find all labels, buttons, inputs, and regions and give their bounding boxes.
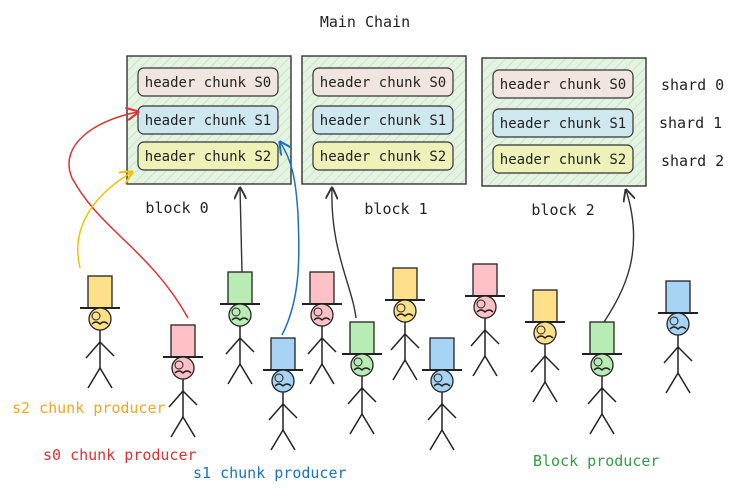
shard-0-label: shard 0	[661, 76, 724, 94]
top-hat-icon	[270, 337, 296, 371]
chunk-label: header chunk S0	[320, 75, 446, 91]
s0-chunk-producer-figure	[302, 271, 342, 385]
arrow-block-producer-to-block1	[332, 188, 357, 319]
chunk-label: header chunk S2	[500, 152, 626, 168]
mustache-icon	[593, 367, 611, 371]
block-2: header chunk S0 header chunk S1 header c…	[481, 57, 647, 187]
chunk-label: header chunk S0	[500, 77, 626, 93]
mustache-icon	[476, 309, 494, 313]
mustache-icon	[231, 317, 249, 321]
block-2-chunk-s2: header chunk S2	[492, 144, 634, 174]
block-2-chunk-s1: header chunk S1	[492, 108, 634, 138]
s2-chunk-producer-figure	[385, 267, 425, 381]
head-icon	[271, 369, 295, 393]
block-1-label: block 1	[364, 200, 427, 218]
head-icon	[88, 307, 112, 331]
block-2-chunk-s0: header chunk S0	[492, 69, 634, 99]
chunk-label: header chunk S1	[320, 113, 446, 129]
shard-2-label: shard 2	[661, 152, 724, 170]
s0-chunk-producer-label: s0 chunk producer	[43, 446, 197, 464]
top-hat-icon	[589, 321, 615, 355]
head-icon	[350, 353, 374, 377]
mustache-icon	[396, 313, 414, 317]
chunk-label: header chunk S2	[145, 149, 271, 165]
block-0-chunk-s0: header chunk S0	[137, 67, 279, 97]
mustache-icon	[91, 321, 109, 325]
block-producer-figure	[220, 271, 260, 385]
mustache-icon	[669, 326, 687, 330]
arrow-block-producer-to-block0	[240, 188, 242, 273]
head-icon	[228, 303, 252, 327]
head-icon	[430, 369, 454, 393]
block-1-chunk-s2: header chunk S2	[312, 141, 454, 171]
block-producer-label: Block producer	[533, 452, 659, 470]
s0-chunk-producer-figure	[465, 263, 505, 377]
block-2-label: block 2	[531, 201, 594, 219]
top-hat-icon	[665, 280, 691, 314]
top-hat-icon	[392, 267, 418, 301]
head-icon	[590, 353, 614, 377]
top-hat-icon	[227, 271, 253, 305]
mustache-icon	[274, 383, 292, 387]
arrow-block-producer-to-block2	[603, 190, 634, 323]
head-icon	[666, 312, 690, 336]
chunk-label: header chunk S0	[145, 75, 271, 91]
block-1: header chunk S0 header chunk S1 header c…	[301, 55, 467, 185]
mustache-icon	[174, 370, 192, 374]
s0-chunk-producer-figure	[163, 324, 203, 438]
s1-chunk-producer-figure	[422, 337, 462, 451]
chunk-label: header chunk S2	[320, 149, 446, 165]
block-producer-figure	[342, 321, 382, 435]
arrow-s1-to-block0	[280, 142, 300, 336]
producers-group	[80, 263, 698, 451]
s1-chunk-producer-figure	[658, 280, 698, 394]
top-hat-icon	[87, 275, 113, 309]
s2-chunk-producer-figure	[80, 275, 120, 389]
s2-chunk-producer-figure	[525, 289, 565, 403]
block-1-chunk-s1: header chunk S1	[312, 105, 454, 135]
chunk-label: header chunk S1	[145, 113, 271, 129]
s1-chunk-producer-figure	[263, 337, 303, 451]
shard-1-label: shard 1	[659, 114, 722, 132]
top-hat-icon	[532, 289, 558, 323]
block-1-chunk-s0: header chunk S0	[312, 67, 454, 97]
top-hat-icon	[349, 321, 375, 355]
arrow-s0-to-block0	[68, 112, 189, 319]
head-icon	[473, 295, 497, 319]
mustache-icon	[536, 335, 554, 339]
top-hat-icon	[472, 263, 498, 297]
mustache-icon	[433, 383, 451, 387]
block-0-chunk-s2: header chunk S2	[137, 141, 279, 171]
head-icon	[393, 299, 417, 323]
diagram-title: Main Chain	[320, 13, 410, 31]
block-0-chunk-s1: header chunk S1	[137, 105, 279, 135]
arrow-s2-to-block0	[77, 172, 132, 269]
mustache-icon	[353, 367, 371, 371]
block-producer-figure	[582, 321, 622, 435]
s2-chunk-producer-label: s2 chunk producer	[12, 399, 166, 417]
chunk-label: header chunk S1	[500, 116, 626, 132]
block-0: header chunk S0 header chunk S1 header c…	[126, 55, 292, 185]
head-icon	[533, 321, 557, 345]
block-0-label: block 0	[145, 199, 208, 217]
head-icon	[310, 303, 334, 327]
top-hat-icon	[170, 324, 196, 358]
head-icon	[171, 356, 195, 380]
top-hat-icon	[429, 337, 455, 371]
s1-chunk-producer-label: s1 chunk producer	[193, 464, 347, 482]
mustache-icon	[313, 317, 331, 321]
top-hat-icon	[309, 271, 335, 305]
